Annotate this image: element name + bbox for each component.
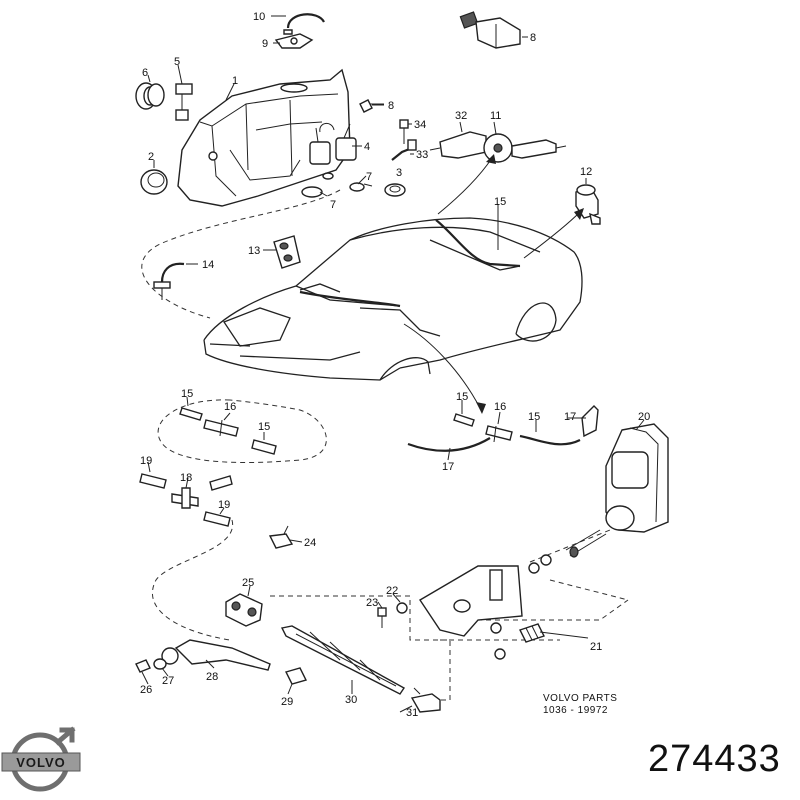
callout-34: 34	[414, 119, 426, 131]
callout-15-b: 15	[258, 421, 270, 433]
part-number: 274433	[648, 738, 781, 780]
hose-pieces-left	[179, 407, 277, 455]
dashed-boundary-hoses	[157, 399, 327, 463]
bolt-23	[377, 607, 387, 628]
hose-elbow-14	[153, 262, 185, 300]
callout-29: 29	[281, 696, 293, 708]
arrow-to-hoses	[403, 323, 481, 409]
callout-12: 12	[580, 166, 592, 178]
callout-16-b: 16	[494, 401, 506, 413]
callout-13: 13	[248, 245, 260, 257]
callout-24: 24	[304, 537, 316, 549]
wiper-motor-20	[565, 423, 669, 558]
bushings-21	[490, 554, 552, 660]
callout-17-bottom: 17	[442, 461, 454, 473]
grommet-3	[384, 183, 406, 197]
diagram-caption-code: 1036 - 19972	[543, 705, 608, 716]
callout-30: 30	[345, 694, 357, 706]
block-29	[284, 667, 308, 685]
level-sensor-5	[175, 83, 193, 121]
callout-5: 5	[174, 56, 180, 68]
callout-31: 31	[406, 707, 418, 719]
callout-18: 18	[180, 472, 192, 484]
callout-11: 11	[490, 110, 501, 122]
washer-pump-4	[309, 123, 357, 165]
nut-26-27	[135, 658, 167, 673]
callout-15-c: 15	[456, 391, 468, 403]
dashed-boundary-reservoir	[141, 189, 341, 319]
callout-3: 3	[396, 167, 402, 179]
wiper-arm-28	[161, 639, 271, 671]
elbow-33	[391, 139, 417, 161]
callout-21: 21	[590, 641, 602, 653]
grommet-6	[135, 82, 165, 110]
arrowhead-3	[476, 402, 486, 414]
callout-2: 2	[148, 151, 154, 163]
hose-pieces-right	[453, 405, 599, 446]
callout-15-a: 15	[181, 388, 193, 400]
callout-1: 1	[232, 75, 238, 87]
callout-25: 25	[242, 577, 254, 589]
wiper-pivot-25	[225, 593, 263, 627]
arrow-to-distributor	[437, 157, 493, 215]
callout-26: 26	[140, 684, 152, 696]
arrow-to-nozzle	[523, 211, 581, 259]
bolt-8	[359, 99, 384, 113]
hose-15-hood	[299, 290, 401, 308]
car-body	[203, 217, 583, 381]
wiper-bracket-22	[396, 565, 523, 637]
callout-27: 27	[162, 675, 174, 687]
callout-17-right: 17	[564, 411, 576, 423]
callout-16-a: 16	[224, 401, 236, 413]
dashed-boundary-joints	[151, 519, 233, 641]
callout-labels: 10 9 8 5 6 1 8 34 32 11 2 4 33 7 3 7 12 …	[140, 11, 650, 719]
hose-17-long	[407, 437, 491, 452]
callout-10: 10	[253, 11, 265, 23]
callout-6: 6	[142, 67, 148, 79]
wiper-blade-30	[280, 625, 406, 695]
callout-15-d: 15	[528, 411, 540, 423]
callout-14: 14	[202, 259, 214, 271]
callout-7-right: 7	[366, 171, 372, 183]
tee-joint-18	[139, 473, 233, 527]
washer-reservoir	[177, 68, 351, 207]
callout-8-top: 8	[530, 32, 536, 44]
clip-31	[410, 687, 441, 713]
callout-19-a: 19	[140, 455, 152, 467]
hose-15-roof	[435, 219, 521, 268]
grommet-13	[273, 235, 301, 269]
dashed-boundary-bracket	[440, 579, 629, 641]
leader-lines	[141, 15, 645, 713]
diagram-caption-title: VOLVO PARTS	[543, 693, 618, 704]
volvo-logo-text: VOLVO	[16, 755, 66, 770]
plug-2	[140, 169, 168, 195]
dashed-boundary-linkage	[270, 595, 451, 701]
distributor-32-11	[429, 131, 567, 163]
callout-32: 32	[455, 110, 467, 122]
callout-7-bottom: 7	[330, 199, 336, 211]
arrowhead-1	[486, 154, 496, 164]
callout-9: 9	[262, 38, 268, 50]
filler-tube	[283, 13, 325, 35]
callout-19-b: 19	[218, 499, 230, 511]
volvo-logo-icon: VOLVO	[1, 726, 81, 792]
grommet-7	[301, 172, 365, 198]
callout-22: 22	[386, 585, 398, 597]
callout-4: 4	[364, 141, 370, 153]
screw-34	[399, 119, 409, 144]
arrowhead-2	[574, 208, 584, 220]
callout-28: 28	[206, 671, 218, 683]
cap-gasket	[274, 33, 314, 49]
clip-24	[268, 525, 294, 549]
callout-23: 23	[366, 597, 378, 609]
callout-8-bolt: 8	[388, 100, 394, 112]
callout-15-roof: 15	[494, 196, 506, 208]
callout-33: 33	[416, 149, 428, 161]
hose-connector-8	[459, 11, 521, 49]
callout-20: 20	[638, 411, 650, 423]
